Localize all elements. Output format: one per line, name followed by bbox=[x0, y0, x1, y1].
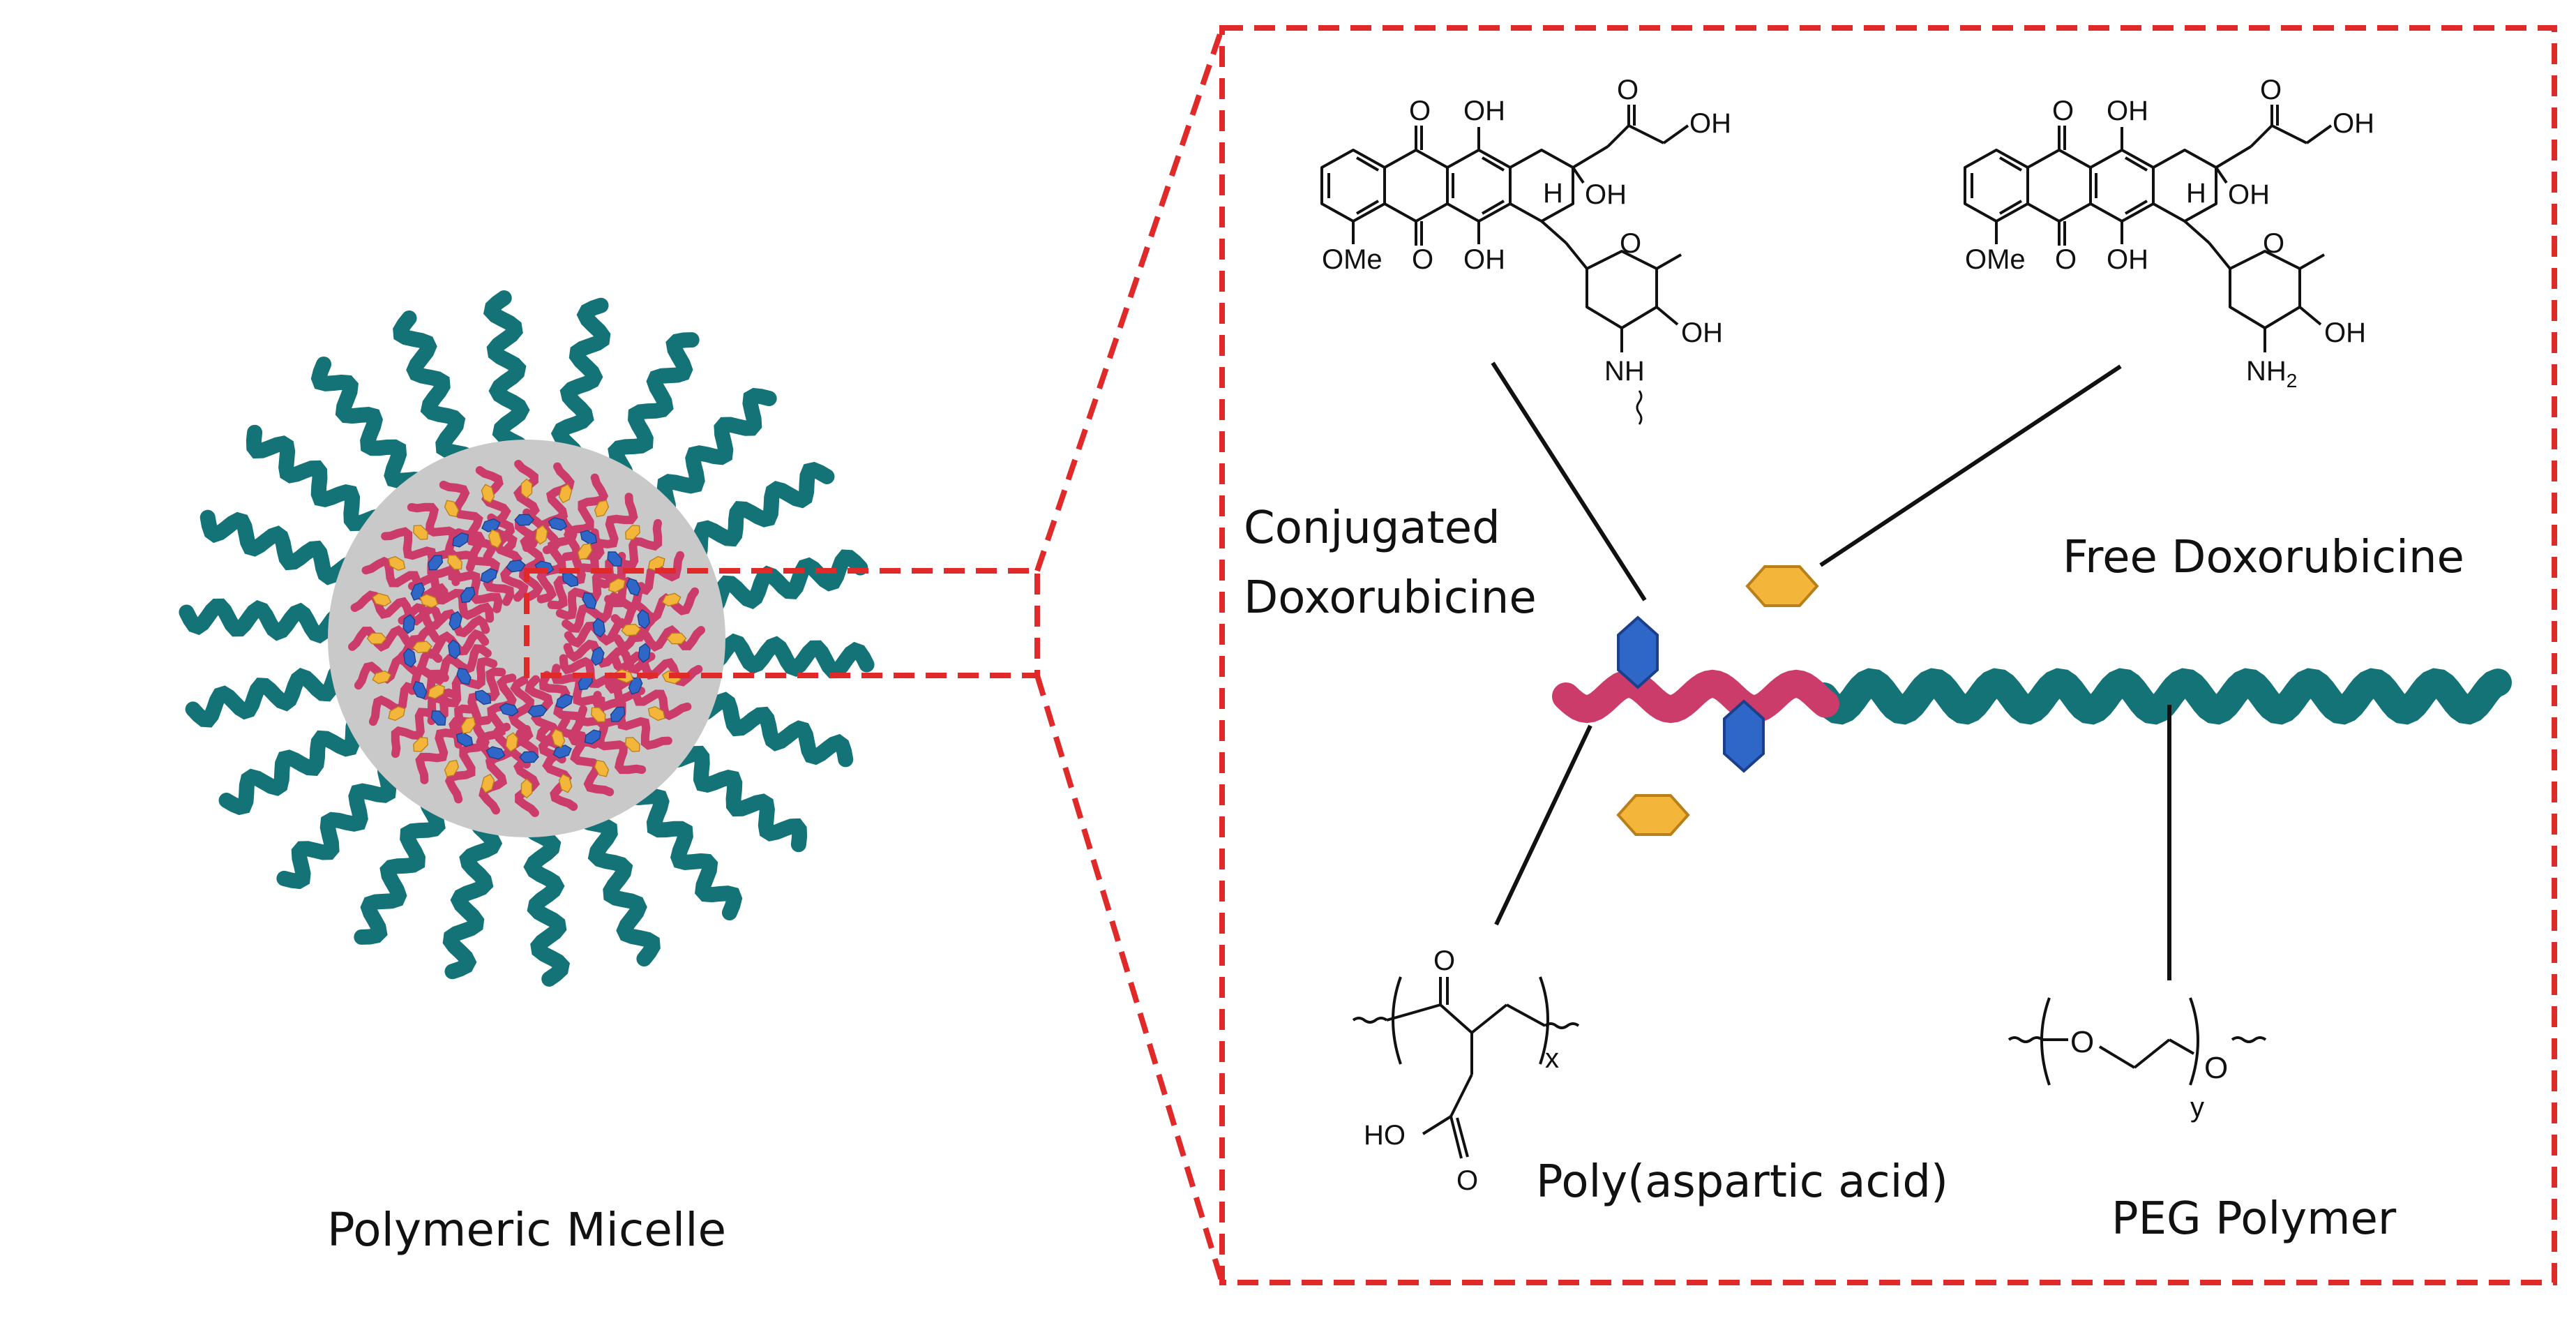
atom-o-3: O bbox=[1412, 244, 1433, 275]
micelle-label: Polymeric Micelle bbox=[327, 1203, 726, 1257]
leader-poly-asp bbox=[1494, 724, 1592, 926]
free-dox-unit bbox=[666, 632, 687, 645]
atom-oh-4: OH bbox=[2107, 244, 2148, 275]
atom-o-ether-2: O bbox=[2204, 1051, 2228, 1085]
atom-nh2: NH2 bbox=[2246, 356, 2297, 391]
peg-arm bbox=[444, 810, 500, 974]
atom-subscript-x: x bbox=[1545, 1043, 1559, 1074]
atom-oh-4: OH bbox=[1463, 244, 1505, 275]
leader-free bbox=[1819, 364, 2122, 567]
wavy-left bbox=[2008, 1036, 2044, 1043]
atom-ho: HO bbox=[1364, 1120, 1406, 1151]
atom-h-1: H bbox=[1543, 178, 1563, 209]
free-dox-hexagon-1 bbox=[1746, 565, 1818, 607]
atom-oh-2: OH bbox=[1689, 108, 1731, 139]
atom-ome: OMe bbox=[1965, 244, 2026, 275]
atom-o-3: O bbox=[2055, 244, 2077, 275]
free-dox-label: Free Doxorubicine bbox=[2063, 532, 2464, 583]
atom-o-ring: O bbox=[2263, 228, 2284, 259]
conjugated-dox-hexagon-2 bbox=[1723, 700, 1765, 772]
atom-oh-3: OH bbox=[2228, 179, 2270, 210]
callout-line-bottom bbox=[1034, 674, 1225, 1284]
wavy-right bbox=[2231, 1036, 2267, 1043]
atom-o-1: O bbox=[1409, 96, 1431, 126]
atom-oh-2: OH bbox=[2333, 108, 2374, 139]
peg-arm bbox=[698, 555, 862, 611]
conjugated-dox-hexagon-1 bbox=[1617, 616, 1659, 689]
atom-nh: NH bbox=[1604, 356, 1645, 387]
poly-aspartic-acid-structure: O x HO O bbox=[1352, 945, 1580, 1196]
poly-aspartic-block-chain bbox=[1552, 669, 1839, 724]
atom-o-ether-1: O bbox=[2070, 1025, 2094, 1059]
callout-small-box bbox=[524, 568, 1040, 678]
atom-o-2: O bbox=[1617, 75, 1639, 105]
atom-nh2-base: NH bbox=[2246, 356, 2287, 387]
atom-nh2-subscript: 2 bbox=[2287, 370, 2298, 391]
peg-arm bbox=[186, 604, 350, 637]
free-dox-unit bbox=[520, 778, 533, 799]
leader-conjugated bbox=[1491, 361, 1647, 601]
doxorubicin-structure-conjugated: O OH O OH OH H OMe O OH O OH NH bbox=[1320, 75, 1731, 425]
atom-h-1: H bbox=[2186, 178, 2206, 209]
free-dox-unit bbox=[366, 632, 387, 645]
doxorubicin-structure-free: O OH O OH OH H OMe O OH O OH NH2 bbox=[1964, 75, 2374, 391]
leader-lines bbox=[1491, 361, 2171, 980]
atom-o-ring: O bbox=[1620, 228, 1641, 259]
atom-ome: OMe bbox=[1322, 244, 1383, 275]
atom-subscript-y: y bbox=[2190, 1092, 2204, 1123]
peg-arm bbox=[490, 297, 525, 462]
peg-arm bbox=[553, 303, 610, 467]
wavy-left bbox=[1352, 1017, 1388, 1024]
atom-oh-5: OH bbox=[1681, 317, 1723, 348]
bracket-right bbox=[2189, 997, 2199, 1086]
detail-panel: Conjugated Doxorubicine Free Doxorubicin… bbox=[1244, 75, 2512, 1245]
atom-oh-3: OH bbox=[1585, 179, 1627, 210]
atom-oh-5: OH bbox=[2324, 317, 2366, 348]
wavy-attachment bbox=[1636, 390, 1643, 425]
atom-oh-1: OH bbox=[2107, 96, 2148, 126]
peg-arm bbox=[191, 666, 355, 722]
peg-arm bbox=[703, 640, 868, 673]
peg-structure: O O y bbox=[2008, 997, 2267, 1123]
atom-o-1: O bbox=[2052, 96, 2074, 126]
callout-line-top bbox=[1034, 27, 1225, 572]
poly-asp-label: Poly(aspartic acid) bbox=[1536, 1156, 1948, 1208]
conjugated-label-line2: Doxorubicine bbox=[1244, 572, 1537, 624]
bracket-left bbox=[1392, 976, 1402, 1065]
peg-arm bbox=[529, 815, 563, 980]
atom-oh-1: OH bbox=[1463, 96, 1505, 126]
conjugated-label-line1: Conjugated bbox=[1244, 502, 1500, 554]
free-dox-unit bbox=[520, 478, 533, 499]
callout-zoom bbox=[524, 25, 2557, 1285]
atom-o-acid: O bbox=[1456, 1165, 1478, 1196]
wavy-right bbox=[1544, 1022, 1580, 1029]
callout-detail-box bbox=[1219, 25, 2557, 1285]
bracket-right bbox=[1539, 976, 1549, 1065]
atom-o-2: O bbox=[2260, 75, 2282, 105]
peg-polymer-label: PEG Polymer bbox=[2111, 1193, 2397, 1245]
peg-block-chain bbox=[1810, 668, 2512, 725]
bracket-left bbox=[2040, 997, 2051, 1086]
free-dox-hexagon-2 bbox=[1617, 794, 1689, 836]
atom-o-carbonyl: O bbox=[1433, 945, 1455, 976]
